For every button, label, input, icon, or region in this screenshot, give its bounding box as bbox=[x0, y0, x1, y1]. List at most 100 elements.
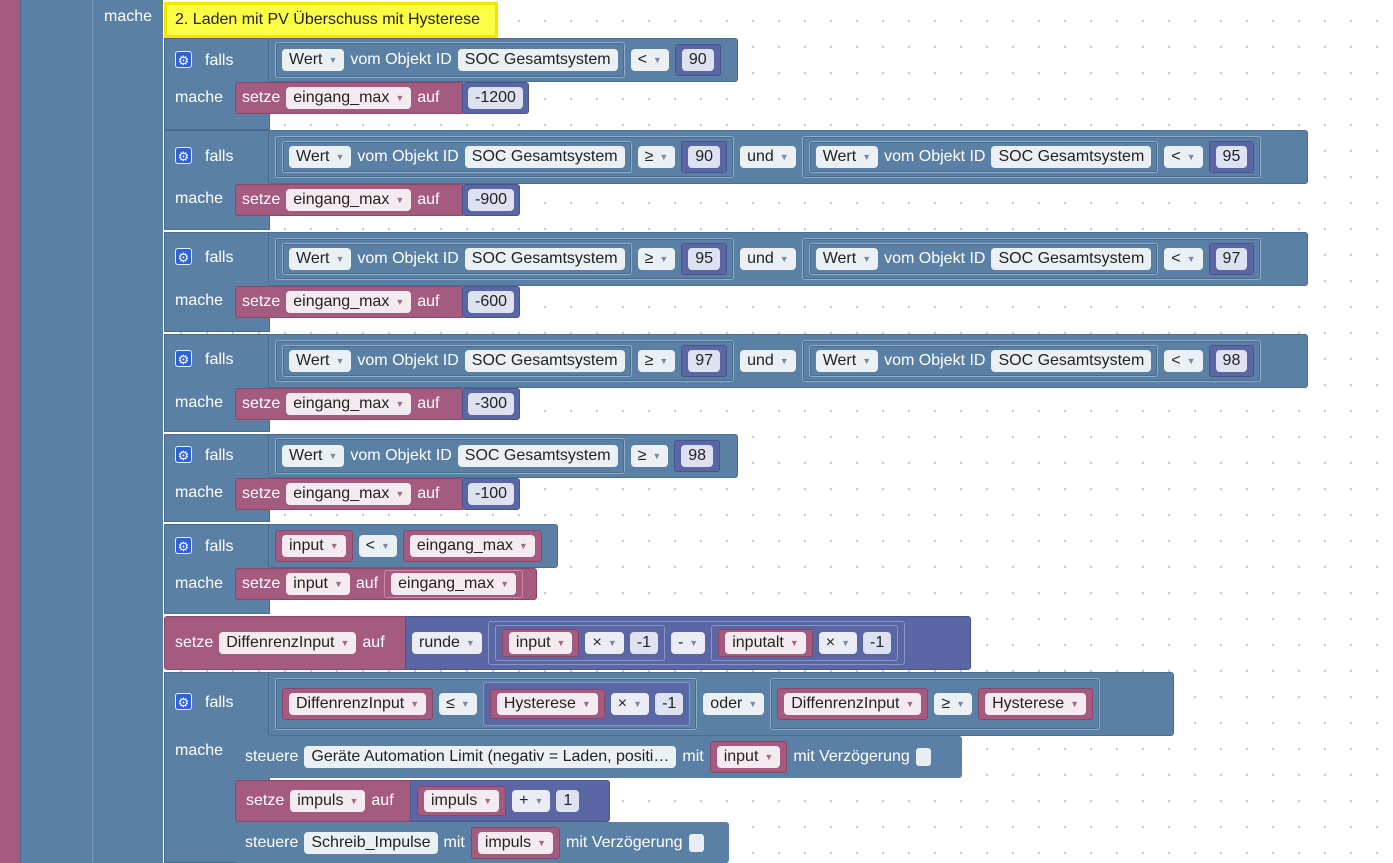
object-id-field[interactable]: Schreib_Impulse bbox=[304, 831, 438, 854]
variable-dropdown[interactable]: input▼ bbox=[508, 632, 573, 654]
set-variable-block[interactable]: setze input▼ auf eingang_max▼ bbox=[235, 568, 537, 600]
variable-dropdown[interactable]: impuls▼ bbox=[424, 790, 500, 812]
variable-dropdown[interactable]: DiffenrenzInput▼ bbox=[289, 693, 427, 715]
get-value-block[interactable]: Wert▼ vom Objekt ID SOC Gesamtsystem bbox=[275, 438, 625, 474]
compare-block[interactable]: Wert▼ vom Objekt ID SOC Gesamtsystem ≥▼ … bbox=[275, 238, 735, 280]
number-field[interactable]: 90 bbox=[681, 49, 714, 71]
operator-dropdown[interactable]: <▼ bbox=[1164, 350, 1203, 372]
set-variable-block[interactable]: setze eingang_max▼ auf bbox=[235, 478, 465, 510]
wert-dropdown[interactable]: Wert▼ bbox=[289, 146, 352, 168]
arithmetic-block[interactable]: input▼ ×▼ -1 -▼ inputalt▼ ×▼ -1 bbox=[487, 621, 906, 665]
round-block[interactable]: runde▼ input▼ ×▼ -1 -▼ inputalt▼ ×▼ -1 bbox=[405, 616, 971, 670]
variable-dropdown[interactable]: eingang_max▼ bbox=[286, 291, 412, 313]
wert-dropdown[interactable]: Wert▼ bbox=[289, 350, 352, 372]
variable-dropdown[interactable]: input▼ bbox=[716, 746, 781, 768]
wert-dropdown[interactable]: Wert▼ bbox=[815, 146, 879, 168]
get-variable-block[interactable]: Hysterese▼ bbox=[978, 688, 1094, 720]
set-diff-block[interactable]: setze DiffenrenzInput▼ auf bbox=[164, 616, 410, 670]
get-value-block[interactable]: Wert▼ vom Objekt ID SOC Gesamtsystem bbox=[808, 141, 1159, 173]
arithmetic-block[interactable]: impuls▼ +▼ 1 bbox=[410, 780, 610, 822]
get-variable-block[interactable]: input▼ bbox=[275, 530, 353, 562]
compare-block[interactable]: DiffenrenzInput▼ ≤▼ Hysterese▼ ×▼ -1 bbox=[275, 678, 698, 730]
number-field[interactable]: -1200 bbox=[468, 87, 523, 109]
set-variable-block[interactable]: setze impuls▼ auf bbox=[235, 780, 415, 822]
variable-dropdown[interactable]: eingang_max▼ bbox=[286, 189, 412, 211]
get-variable-block[interactable]: input▼ bbox=[501, 629, 580, 657]
number-block[interactable]: -100 bbox=[462, 478, 521, 510]
number-field[interactable]: -600 bbox=[468, 291, 515, 313]
operator-dropdown[interactable]: <▼ bbox=[358, 535, 397, 557]
compare-block[interactable]: Wert▼ vom Objekt ID SOC Gesamtsystem ≥▼ … bbox=[275, 340, 735, 382]
get-value-block[interactable]: Wert▼ vom Objekt ID SOC Gesamtsystem bbox=[808, 345, 1159, 377]
get-value-block[interactable]: Wert▼ vom Objekt ID SOC Gesamtsystem bbox=[282, 141, 632, 173]
compare-block[interactable]: Wert▼ vom Objekt ID SOC Gesamtsystem <▼ … bbox=[801, 238, 1262, 280]
number-block[interactable]: -600 bbox=[462, 286, 521, 318]
variable-dropdown[interactable]: inputalt▼ bbox=[725, 632, 806, 654]
number-field[interactable]: -900 bbox=[468, 189, 515, 211]
number-block[interactable]: 90 bbox=[674, 44, 721, 76]
gear-icon[interactable]: ⚙ bbox=[175, 446, 192, 463]
variable-dropdown[interactable]: eingang_max▼ bbox=[391, 573, 517, 595]
operator-dropdown[interactable]: +▼ bbox=[512, 790, 551, 812]
object-id-field[interactable]: SOC Gesamtsystem bbox=[991, 350, 1152, 372]
delay-checkbox[interactable] bbox=[915, 748, 931, 766]
operator-dropdown[interactable]: ≤▼ bbox=[439, 693, 477, 715]
variable-dropdown[interactable]: impuls▼ bbox=[477, 831, 554, 854]
variable-dropdown[interactable]: eingang_max▼ bbox=[286, 393, 412, 415]
object-id-field[interactable]: SOC Gesamtsystem bbox=[464, 248, 625, 270]
operator-dropdown[interactable]: <▼ bbox=[1164, 248, 1203, 270]
compare-block[interactable]: Wert▼ vom Objekt ID SOC Gesamtsystem <▼ … bbox=[801, 340, 1262, 382]
control-state-block[interactable]: steuere Schreib_Impulse mit impuls▼ mit … bbox=[235, 822, 729, 863]
number-block[interactable]: -1200 bbox=[462, 82, 529, 114]
operator-dropdown[interactable]: ≥▼ bbox=[637, 146, 676, 168]
operator-dropdown[interactable]: <▼ bbox=[630, 49, 669, 71]
variable-dropdown[interactable]: Hysterese▼ bbox=[496, 693, 598, 715]
object-id-field[interactable]: SOC Gesamtsystem bbox=[991, 248, 1152, 270]
number-field[interactable]: 97 bbox=[1215, 248, 1248, 270]
operator-dropdown[interactable]: -▼ bbox=[670, 632, 706, 654]
operator-dropdown[interactable]: ×▼ bbox=[610, 693, 650, 715]
variable-dropdown[interactable]: Hysterese▼ bbox=[985, 693, 1087, 715]
number-field[interactable]: 98 bbox=[1215, 350, 1248, 372]
get-variable-block[interactable]: Hysterese▼ bbox=[489, 689, 605, 719]
number-field[interactable]: -300 bbox=[468, 393, 515, 415]
compare-block[interactable]: Wert▼ vom Objekt ID SOC Gesamtsystem ≥▼ … bbox=[275, 136, 735, 178]
oder-dropdown[interactable]: oder▼ bbox=[703, 693, 765, 715]
compare-block[interactable]: Wert▼ vom Objekt ID SOC Gesamtsystem <▼ … bbox=[268, 38, 738, 82]
wert-dropdown[interactable]: Wert▼ bbox=[282, 49, 345, 71]
object-id-field[interactable]: SOC Gesamtsystem bbox=[991, 146, 1152, 168]
object-id-field[interactable]: SOC Gesamtsystem bbox=[464, 350, 625, 372]
number-field[interactable]: 1 bbox=[556, 790, 580, 812]
or-block[interactable]: DiffenrenzInput▼ ≤▼ Hysterese▼ ×▼ -1 ode… bbox=[268, 672, 1174, 736]
object-id-field[interactable]: SOC Gesamtsystem bbox=[457, 445, 618, 467]
get-variable-block[interactable]: DiffenrenzInput▼ bbox=[777, 688, 929, 720]
set-variable-block[interactable]: setze eingang_max▼ auf bbox=[235, 286, 465, 318]
object-id-field[interactable]: SOC Gesamtsystem bbox=[464, 146, 625, 168]
number-block[interactable]: -300 bbox=[462, 388, 521, 420]
operator-dropdown[interactable]: ×▼ bbox=[585, 632, 624, 654]
and-block[interactable]: Wert▼ vom Objekt ID SOC Gesamtsystem ≥▼ … bbox=[268, 232, 1308, 286]
number-field[interactable]: 98 bbox=[681, 445, 714, 467]
gear-icon[interactable]: ⚙ bbox=[175, 537, 192, 554]
number-field[interactable]: -100 bbox=[468, 483, 515, 505]
object-id-field[interactable]: Geräte Automation Limit (negativ = Laden… bbox=[304, 746, 677, 768]
get-value-block[interactable]: Wert▼ vom Objekt ID SOC Gesamtsystem bbox=[275, 42, 625, 78]
get-variable-block[interactable]: DiffenrenzInput▼ bbox=[282, 688, 434, 720]
number-block[interactable]: 95 bbox=[1208, 141, 1255, 173]
number-field[interactable]: 97 bbox=[688, 350, 721, 372]
variable-dropdown[interactable]: eingang_max▼ bbox=[286, 87, 412, 109]
multiply-block[interactable]: inputalt▼ ×▼ -1 bbox=[711, 625, 899, 661]
wert-dropdown[interactable]: Wert▼ bbox=[815, 248, 879, 270]
and-block[interactable]: Wert▼ vom Objekt ID SOC Gesamtsystem ≥▼ … bbox=[268, 334, 1308, 388]
gear-icon[interactable]: ⚙ bbox=[175, 51, 192, 68]
number-field[interactable]: -1 bbox=[629, 632, 658, 654]
gear-icon[interactable]: ⚙ bbox=[175, 147, 192, 164]
number-block[interactable]: -900 bbox=[462, 184, 521, 216]
number-block[interactable]: 97 bbox=[1208, 243, 1255, 275]
get-value-block[interactable]: Wert▼ vom Objekt ID SOC Gesamtsystem bbox=[282, 345, 632, 377]
variable-dropdown[interactable]: impuls▼ bbox=[290, 790, 366, 812]
and-block[interactable]: Wert▼ vom Objekt ID SOC Gesamtsystem ≥▼ … bbox=[268, 130, 1308, 184]
get-variable-block[interactable]: input▼ bbox=[709, 741, 788, 773]
gear-icon[interactable]: ⚙ bbox=[175, 350, 192, 367]
wert-dropdown[interactable]: Wert▼ bbox=[282, 445, 345, 467]
